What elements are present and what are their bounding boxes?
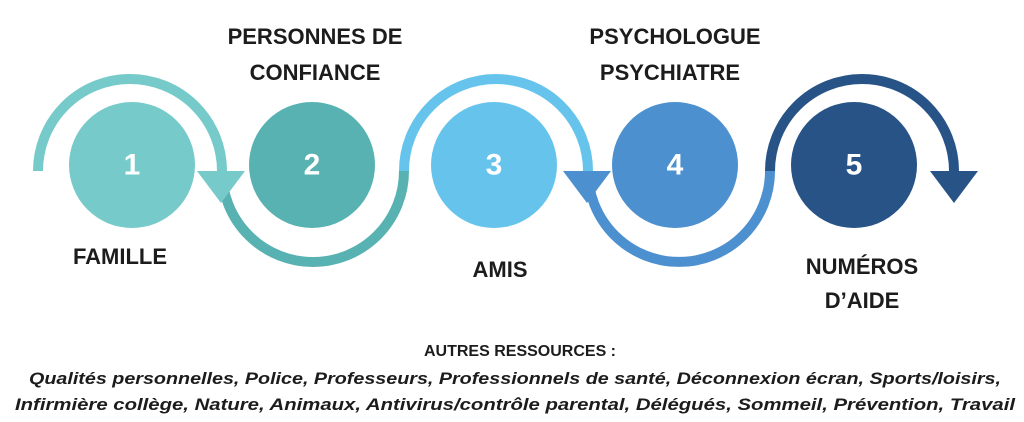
step-label: NUMÉROS xyxy=(806,254,918,279)
step-number: 1 xyxy=(124,149,141,182)
arrowhead-1 xyxy=(197,171,245,203)
step-number: 3 xyxy=(486,149,503,182)
step-label: D’AIDE xyxy=(825,288,900,313)
step-label: PSYCHOLOGUE xyxy=(589,24,760,49)
other-resources-line: Qualités personnelles, Police, Professeu… xyxy=(29,369,1001,388)
arrow-arc-2 xyxy=(217,170,409,267)
step-5: 5 xyxy=(791,102,917,228)
arrow-arc-3 xyxy=(399,74,593,172)
arrowhead-3 xyxy=(563,171,611,203)
step-label: AMIS xyxy=(473,257,528,282)
step-label: PERSONNES DE xyxy=(228,24,403,49)
other-resources-line: Infirmière collège, Nature, Animaux, Ant… xyxy=(15,395,1017,414)
step-2: 2 xyxy=(249,102,375,228)
step-4: 4 xyxy=(612,102,738,228)
step-number: 5 xyxy=(846,149,863,182)
arrow-arc-5 xyxy=(765,74,959,172)
step-label: FAMILLE xyxy=(73,244,167,269)
arrow-arc-4 xyxy=(583,170,775,267)
step-number: 4 xyxy=(667,149,684,182)
step-label: CONFIANCE xyxy=(250,60,381,85)
arrow-arc-1 xyxy=(33,74,227,172)
step-1: 1 xyxy=(69,102,195,228)
step-3: 3 xyxy=(431,102,557,228)
step-label: PSYCHIATRE xyxy=(600,60,740,85)
arrowhead-5 xyxy=(930,171,978,203)
step-number: 2 xyxy=(304,149,321,182)
other-resources-title: AUTRES RESSOURCES : xyxy=(424,343,616,360)
